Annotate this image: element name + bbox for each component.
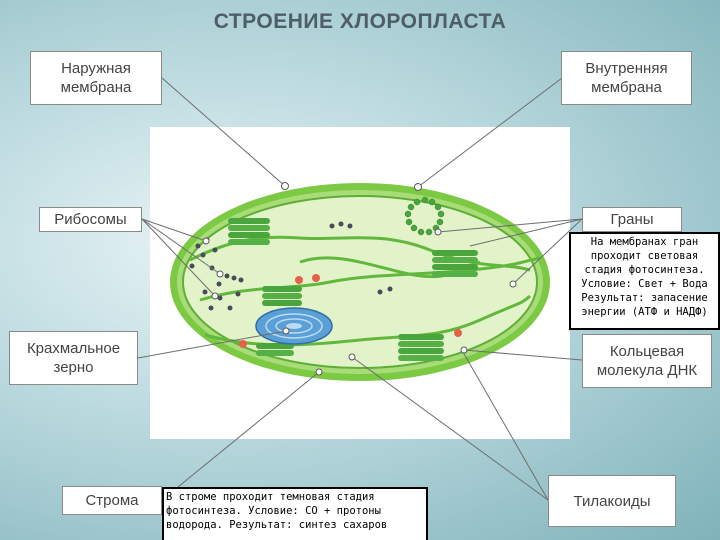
label-inner-membrane: Внутренняя мембрана xyxy=(561,51,692,105)
stroma-note: В строме проходит темновая стадия фотоси… xyxy=(162,487,428,540)
chloroplast xyxy=(170,183,550,381)
stroma-note-line: В строме проходит темновая стадия xyxy=(166,490,424,504)
label-outer-membrane: Наружная мембрана xyxy=(30,51,162,105)
label-inner-membrane-line1: Внутренняя xyxy=(585,59,667,78)
grana-note-line: стадия фотосинтеза. xyxy=(573,263,716,277)
label-ribosomes-text: Рибосомы xyxy=(54,210,126,229)
grana-note-line: проходит световая xyxy=(573,249,716,263)
label-inner-membrane-line2: мембрана xyxy=(585,78,667,97)
label-starch-grain: Крахмальное зерно xyxy=(9,331,138,385)
grana-note-line: Результат: запасение xyxy=(573,291,716,305)
label-stroma: Строма xyxy=(62,486,162,515)
label-outer-membrane-line1: Наружная xyxy=(61,59,132,78)
grana-note: На мембранах гран проходит световая стад… xyxy=(569,232,720,330)
grana-note-line: энергии (АТФ и НАДФ) xyxy=(573,305,716,319)
label-starch-grain-line1: Крахмальное xyxy=(27,339,120,358)
label-thylakoids-text: Тилакоиды xyxy=(574,492,651,511)
grana-note-line: Условие: Свет + Вода xyxy=(573,277,716,291)
label-thylakoids: Тилакоиды xyxy=(548,475,676,527)
label-outer-membrane-line2: мембрана xyxy=(61,78,132,97)
label-stroma-text: Строма xyxy=(85,491,138,510)
stroma-note-line: фотосинтеза. Условие: СО + протоны xyxy=(166,504,424,518)
label-circular-dna-line2: молекула ДНК xyxy=(597,361,697,380)
label-ribosomes: Рибосомы xyxy=(39,207,142,232)
label-starch-grain-line2: зерно xyxy=(27,358,120,377)
stroma-note-line: водорода. Результат: синтез сахаров xyxy=(166,518,424,532)
starch-grain xyxy=(256,308,332,344)
label-circular-dna-line1: Кольцевая xyxy=(597,342,697,361)
label-grana: Граны xyxy=(582,207,682,232)
granum-2 xyxy=(262,286,302,306)
label-circular-dna: Кольцевая молекула ДНК xyxy=(582,334,712,388)
label-grana-text: Граны xyxy=(610,210,653,229)
grana-note-line: На мембранах гран xyxy=(573,235,716,249)
